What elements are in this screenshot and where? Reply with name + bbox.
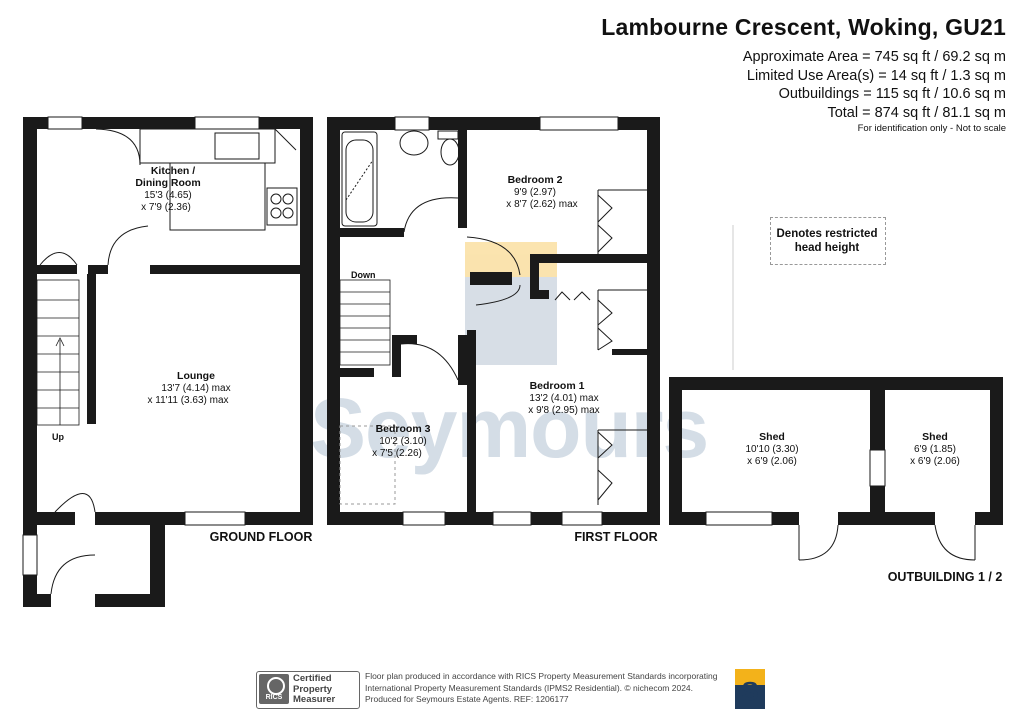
legend-line-2: head height	[794, 242, 860, 254]
bedroom2-dim-1: 9'9 (2.97)	[514, 187, 556, 198]
bathroom-fixtures	[341, 130, 460, 227]
rics-certified-line-1: Certified	[293, 673, 332, 684]
bedroom2-name: Bedroom 2	[508, 174, 563, 186]
first-doors	[400, 194, 613, 501]
lounge-dim-1: 13'7 (4.14) max	[161, 383, 230, 394]
area-outbuildings: Outbuildings = 115 sq ft / 10.6 sq m	[778, 86, 1006, 102]
restricted-height-legend: Denotes restricted head height	[770, 227, 884, 255]
shed2-dim-2: x 6'9 (2.06)	[910, 456, 960, 467]
identification-note: For identification only - Not to scale	[857, 123, 1006, 134]
footer-line-3: Produced for Seymours Estate Agents. REF…	[365, 694, 569, 704]
bedroom3-dim-2: x 7'5 (2.26)	[372, 448, 422, 459]
stairs-down-label: Down	[351, 270, 376, 280]
shed1-dim-1: 10'10 (3.30)	[745, 444, 798, 455]
rics-logo-label: RICS	[265, 694, 283, 701]
area-total: Total = 874 sq ft / 81.1 sq m	[827, 104, 1006, 121]
outbuilding-doors	[798, 524, 976, 561]
rics-badge: RICS Certified Property Measurer	[256, 671, 360, 709]
lounge-name: Lounge	[177, 370, 215, 382]
footer-line-2: International Property Measurement Stand…	[365, 682, 694, 693]
shed1-dim-2: x 6'9 (2.06)	[747, 456, 797, 467]
cupboard-lines	[597, 189, 647, 505]
first-stairs	[339, 279, 391, 366]
outbuilding-windows	[705, 449, 886, 526]
lounge-dim-2: x 11'11 (3.63) max	[147, 395, 228, 406]
area-summary: Approximate Area = 745 sq ft / 69.2 sq m…	[743, 48, 1006, 122]
bedroom1-name: Bedroom 1	[530, 380, 585, 392]
ground-doors	[39, 128, 149, 595]
ground-windows	[22, 116, 260, 576]
shed2-name: Shed	[922, 431, 948, 443]
shed1-name: Shed	[759, 431, 785, 443]
first-windows	[394, 116, 619, 526]
ground-floor-label: GROUND FLOOR	[210, 530, 313, 544]
ground-stairs	[36, 279, 80, 426]
room-labels: Kitchen / Dining Room 15'3 (4.65) x 7'9 …	[52, 165, 1002, 584]
rics-certified-line-2: Property	[293, 683, 333, 695]
logo-letter: S	[741, 676, 759, 706]
seymours-logo: S	[735, 669, 765, 709]
legend-line-1: Denotes restricted	[776, 228, 878, 240]
area-limited: Limited Use Area(s) = 14 sq ft / 1.3 sq …	[746, 67, 1006, 84]
rics-certified-line-3: Measurer	[293, 694, 336, 705]
first-floor-label: FIRST FLOOR	[574, 530, 657, 544]
logo-gold-band	[735, 669, 765, 685]
property-title: Lambourne Crescent, Woking, GU21	[601, 14, 1006, 40]
kitchen-dim-1: 15'3 (4.65)	[144, 190, 192, 201]
bedroom1-dim-2: x 9'8 (2.95) max	[528, 405, 599, 416]
bedroom3-name: Bedroom 3	[376, 423, 431, 435]
footer-disclaimer: Floor plan produced in accordance with R…	[365, 671, 717, 706]
watermark-text: Seymours	[310, 381, 709, 475]
rics-certified-text: Certified Property Measurer	[293, 673, 336, 706]
kitchen-name-2: Dining Room	[135, 177, 200, 189]
kitchen-name-1: Kitchen /	[151, 165, 195, 177]
kitchen-units	[139, 128, 298, 231]
shed2-dim-1: 6'9 (1.85)	[914, 444, 956, 455]
stairs-up-label: Up	[52, 432, 64, 442]
area-approx: Approximate Area = 745 sq ft / 69.2 sq m	[742, 49, 1006, 65]
rics-logo: RICS	[259, 674, 289, 704]
bedroom1-dim-1: 13'2 (4.01) max	[529, 393, 598, 404]
outbuilding-label: OUTBUILDING 1 / 2	[888, 570, 1003, 584]
kitchen-dim-2: x 7'9 (2.36)	[141, 202, 191, 213]
bedroom2-dim-2: x 8'7 (2.62) max	[506, 199, 577, 210]
rics-circle-icon	[267, 677, 285, 695]
bedroom3-dim-1: 10'2 (3.10)	[379, 436, 427, 447]
footer-line-1: Floor plan produced in accordance with R…	[365, 671, 718, 681]
restricted-height-legend-box	[770, 217, 886, 265]
